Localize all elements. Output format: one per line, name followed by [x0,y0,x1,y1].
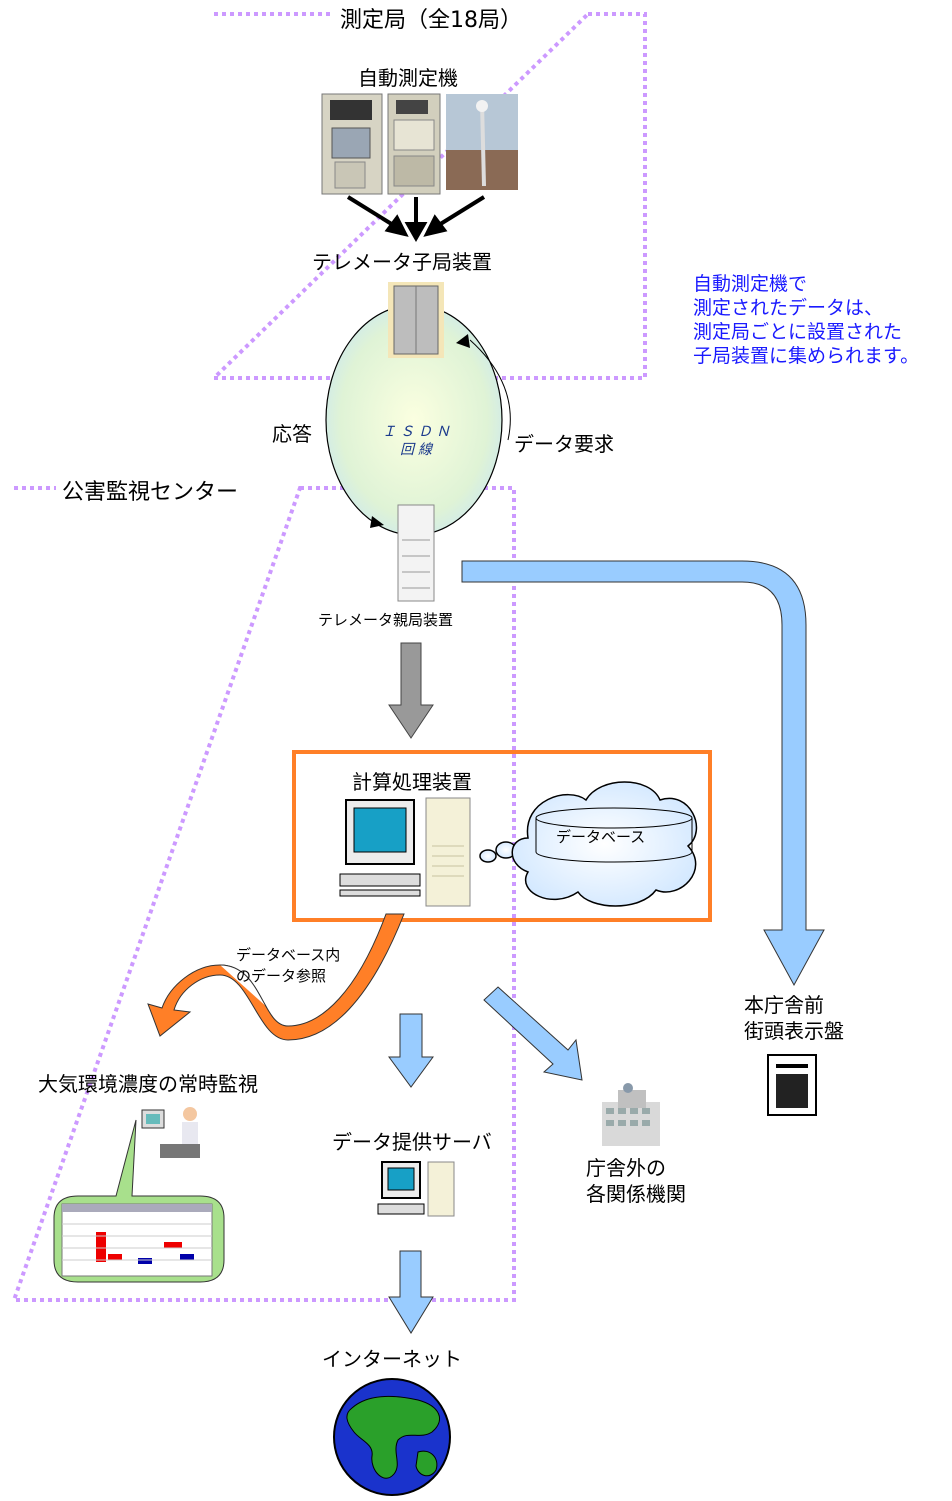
data-server-icon [377,1161,455,1217]
ribbon-inner [219,964,289,1027]
database-cylinder [535,807,693,863]
isdn-line2: 回線 [400,442,436,458]
station-box-title: 測定局（全18局） [340,8,522,33]
measuring-machine-photos [321,93,518,195]
monitoring-screen-thumbnail [61,1203,213,1277]
street-display-arrow [461,560,825,987]
station-box-border [209,12,647,380]
parent-station-device [397,504,435,602]
street-display-icon [767,1054,817,1116]
database-cloud [479,781,698,907]
gray-down-arrow [388,642,434,739]
database-label: データベース [556,828,646,846]
external-orgs-arrow [483,986,583,1081]
external-orgs-label: 庁舎外の 各関係機関 [586,1156,686,1206]
db-reference-arrow [147,913,405,1041]
processing-box [292,750,712,922]
globe-icon [333,1378,451,1496]
operator-icon [141,1107,200,1158]
telemeter-child-label: テレメータ子局装置 [312,250,492,274]
converging-arrows [346,195,486,243]
server-down-arrow [388,1013,434,1088]
telemeter-parent-label: テレメータ親局装置 [318,611,454,629]
building-icon [602,1083,660,1146]
processing-title: 計算処理装置 [352,770,472,794]
request-label: データ要求 [514,432,614,456]
internet-down-arrow [388,1250,434,1334]
response-label: 応答 [272,422,312,446]
data-server-label: データ提供サーバ [332,1130,492,1154]
computer-workstation-icon [339,797,471,907]
request-arrowhead [456,334,470,348]
center-box-title: 公害監視センター [62,480,239,505]
center-box-border [11,486,516,1302]
isdn-label: ＩＳＤＮ 回線 [378,423,458,459]
internet-label: インターネット [322,1347,462,1371]
monitoring-label: 大気環境濃度の常時監視 [38,1072,258,1096]
db-reference-label: データベース内 のデータ参照 [236,946,341,985]
child-station-device [388,282,444,358]
isdn-line1: ＩＳＤＮ [382,424,454,440]
street-display-label: 本庁舎前 街頭表示盤 [744,993,844,1043]
auto-measure-label: 自動測定機 [358,66,458,90]
explanatory-note: 自動測定機で 測定されたデータは、 測定局ごとに設置された 子局装置に集められま… [693,273,920,367]
response-arrowhead [370,516,384,528]
request-arrow [469,339,511,441]
